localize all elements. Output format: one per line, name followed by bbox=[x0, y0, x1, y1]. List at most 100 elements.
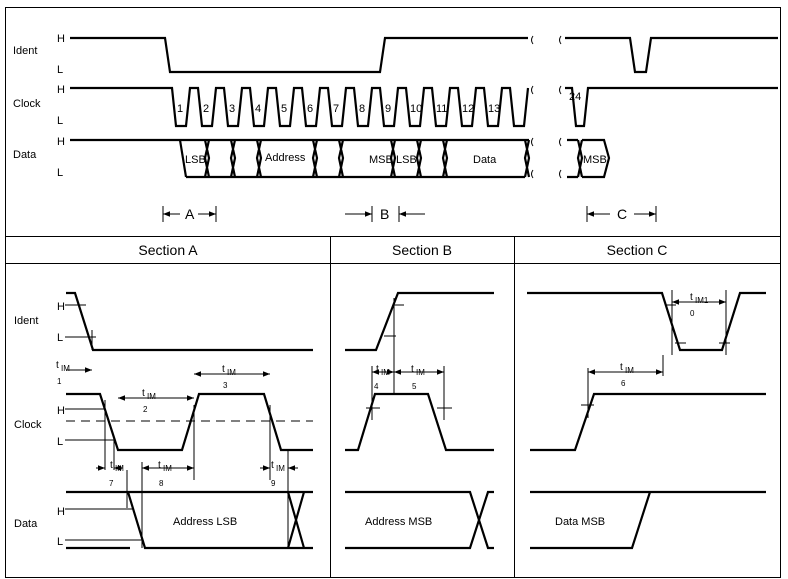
b-tim5-idx: 5 bbox=[412, 382, 417, 391]
a-tim3-idx: 3 bbox=[223, 381, 228, 390]
b-ident-ticks bbox=[384, 298, 404, 394]
b-tim4-idx: 4 bbox=[374, 382, 379, 391]
section-c-title: Section C bbox=[607, 242, 668, 258]
b-clock-wave bbox=[345, 392, 494, 452]
data-high-label: H bbox=[57, 136, 65, 148]
a-ident-wave bbox=[66, 291, 313, 352]
a-ident-low: L bbox=[57, 332, 63, 344]
a-tim2-im: IM bbox=[147, 392, 156, 401]
clock-num-2: 2 bbox=[203, 103, 209, 115]
b-data-text: Address MSB bbox=[365, 516, 432, 528]
a-tim7-idx: 7 bbox=[109, 479, 114, 488]
b-clock-ticks bbox=[366, 366, 452, 420]
c-tim6-t: t bbox=[620, 362, 623, 373]
clock-num-9: 9 bbox=[385, 103, 391, 115]
c-tim6-im: IM bbox=[625, 366, 634, 375]
a-tim1-idx: 1 bbox=[57, 377, 62, 386]
a-clock-label: Clock bbox=[14, 419, 42, 431]
a-tim3-t: t bbox=[222, 364, 225, 375]
a-tim3-im: IM bbox=[227, 368, 236, 377]
clock-label: Clock bbox=[13, 98, 41, 110]
c-ident-wave bbox=[527, 291, 766, 352]
clock-num-11: 11 bbox=[436, 103, 447, 115]
section-a-title: Section A bbox=[138, 242, 198, 258]
a-tim2-t: t bbox=[142, 388, 145, 399]
data-label-address: Address bbox=[265, 152, 306, 164]
ident-wave-c bbox=[565, 36, 778, 74]
a-tim8-im: IM bbox=[163, 464, 172, 473]
marker-b-label: B bbox=[380, 206, 389, 222]
a-clock-wave bbox=[66, 392, 313, 452]
clock-num-8: 8 bbox=[359, 103, 365, 115]
break-marks bbox=[531, 35, 562, 179]
clock-num-5: 5 bbox=[281, 103, 287, 115]
clock-wave-c bbox=[565, 86, 778, 128]
a-tim8-idx: 8 bbox=[159, 479, 164, 488]
marker-a-label: A bbox=[185, 206, 195, 222]
section-markers: A B C bbox=[162, 206, 657, 222]
clock-num-6: 6 bbox=[307, 103, 313, 115]
clock-num-4: 4 bbox=[255, 103, 261, 115]
section-a: Ident Clock Data H L H L H L Address LSB… bbox=[14, 291, 313, 550]
a-tim2-idx: 2 bbox=[143, 405, 148, 414]
ident-label: Ident bbox=[13, 45, 37, 57]
data-label-data: Data bbox=[473, 154, 497, 166]
a-tim9-idx: 9 bbox=[271, 479, 276, 488]
section-b-title: Section B bbox=[392, 242, 452, 258]
a-clock-low: L bbox=[57, 436, 63, 448]
data-low-label: L bbox=[57, 167, 63, 179]
break-gap bbox=[537, 30, 557, 190]
section-c: Data MSB t IM1 0 t IM 6 bbox=[527, 290, 766, 550]
b-tim4-im: IM bbox=[381, 368, 390, 377]
a-data-bus bbox=[66, 490, 313, 550]
a-tim1-im: IM bbox=[61, 364, 70, 373]
c-tim10-im: IM1 bbox=[695, 296, 709, 305]
a-ident-high: H bbox=[57, 301, 65, 313]
a-ident-ticks bbox=[65, 304, 96, 350]
c-tim6-idx: 6 bbox=[621, 379, 626, 388]
data-label: Data bbox=[13, 149, 37, 161]
a-data-text: Address LSB bbox=[173, 516, 237, 528]
a-data-low: L bbox=[57, 536, 63, 548]
b-tim5-t: t bbox=[411, 364, 414, 375]
b-data-bus bbox=[345, 490, 494, 550]
c-ident-ticks bbox=[665, 290, 730, 355]
a-tim7-im: IM bbox=[115, 464, 124, 473]
ident-wave bbox=[70, 36, 528, 74]
b-tim4-t: t bbox=[376, 364, 379, 375]
section-b: Address MSB t IM 4 t IM 5 bbox=[345, 291, 494, 550]
a-data-label: Data bbox=[14, 518, 38, 530]
c-data-text: Data MSB bbox=[555, 516, 605, 528]
data-label-msb: MSB bbox=[369, 154, 393, 166]
ident-low-label: L bbox=[57, 64, 63, 76]
data-bus-crossings bbox=[203, 139, 531, 178]
a-tim8-t: t bbox=[158, 460, 161, 471]
c-data-bus bbox=[530, 490, 766, 550]
clock-num-1: 1 bbox=[177, 103, 183, 115]
clock-num-7: 7 bbox=[333, 103, 339, 115]
clock-num-12: 12 bbox=[462, 103, 474, 115]
a-ident-label: Ident bbox=[14, 315, 38, 327]
clock-wave bbox=[70, 86, 530, 128]
ident-high-label: H bbox=[57, 33, 65, 45]
clock-cycle-numbers: 1 2 3 4 5 6 7 8 9 10 11 12 13 24 bbox=[177, 91, 581, 115]
clock-num-13: 13 bbox=[488, 103, 500, 115]
marker-c-label: C bbox=[617, 206, 627, 222]
c-tim10-t: t bbox=[690, 292, 693, 303]
a-data-ticks bbox=[65, 462, 143, 548]
a-clock-high: H bbox=[57, 405, 65, 417]
overview: Ident Clock Data H L H L H L 1 2 3 4 5 6… bbox=[13, 30, 778, 222]
data-bus-start bbox=[178, 139, 188, 178]
a-tim7-t: t bbox=[110, 460, 113, 471]
b-tim5-im: IM bbox=[416, 368, 425, 377]
data-label-lsb-2: LSB bbox=[396, 154, 417, 166]
c-clock-wave bbox=[530, 392, 766, 452]
a-data-high: H bbox=[57, 506, 65, 518]
clock-num-10: 10 bbox=[410, 103, 422, 115]
a-tim1-t: t bbox=[56, 360, 59, 371]
clock-low-label: L bbox=[57, 115, 63, 127]
clock-num-24: 24 bbox=[569, 91, 581, 103]
clock-high-label: H bbox=[57, 84, 65, 96]
a-tim9-im: IM bbox=[276, 464, 285, 473]
